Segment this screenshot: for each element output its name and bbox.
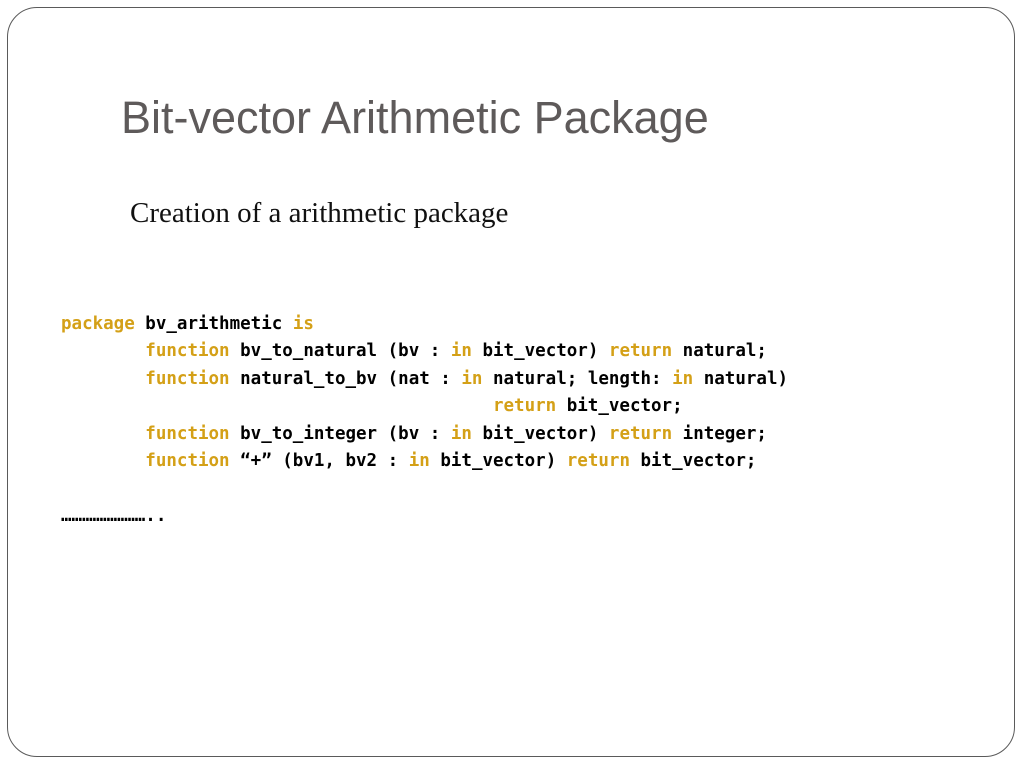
code-text <box>61 341 145 361</box>
code-keyword: in <box>461 368 483 389</box>
code-keyword: in <box>450 341 472 362</box>
code-text: bit_vector) <box>471 423 609 444</box>
code-line: function bv_to_integer (bv : in bit_vect… <box>61 421 788 448</box>
code-text: natural) <box>693 368 789 389</box>
slide-subtitle: Creation of a arithmetic package <box>130 197 509 229</box>
code-text: bit_vector; <box>629 450 757 471</box>
slide-title: Bit-vector Arithmetic Package <box>121 92 709 143</box>
code-keyword: package <box>61 314 135 334</box>
code-keyword: in <box>408 450 430 471</box>
code-text: integer; <box>672 423 767 444</box>
code-text <box>61 451 145 471</box>
code-keyword: in <box>450 423 472 444</box>
code-keyword: function <box>145 423 230 444</box>
code-keyword: return <box>566 450 630 471</box>
code-text: bit_vector) <box>429 450 567 471</box>
code-keyword: return <box>492 396 557 417</box>
code-text: bv_to_integer (bv : <box>229 423 451 444</box>
code-keyword: return <box>608 423 673 444</box>
code-keyword: is <box>292 314 314 334</box>
code-line: function “+” (bv1, bv2 : in bit_vector) … <box>61 448 788 475</box>
code-text: bit_vector; <box>556 396 683 417</box>
code-text: natural; <box>672 341 767 362</box>
code-text <box>61 396 493 416</box>
code-keyword: function <box>145 450 230 471</box>
slide-frame: Bit-vector Arithmetic Package Creation o… <box>7 7 1015 757</box>
code-keyword: function <box>145 341 230 362</box>
code-text: natural; length: <box>482 368 673 389</box>
code-line: package bv_arithmetic is <box>61 311 788 338</box>
code-text: natural_to_bv (nat : <box>229 368 462 389</box>
code-text: “+” (bv1, bv2 : <box>229 450 409 471</box>
code-line: return bit_vector; <box>61 393 788 420</box>
code-line <box>61 475 788 502</box>
code-keyword: function <box>145 368 230 389</box>
code-block: package bv_arithmetic is function bv_to_… <box>61 311 788 530</box>
code-keyword: return <box>608 341 673 362</box>
code-text: bv_arithmetic <box>134 314 293 334</box>
code-line: function natural_to_bv (nat : in natural… <box>61 366 788 393</box>
code-text: bv_to_natural (bv : <box>229 341 451 362</box>
code-line: …………………….. <box>61 503 788 530</box>
code-line: function bv_to_natural (bv : in bit_vect… <box>61 338 788 365</box>
code-keyword: in <box>672 368 694 389</box>
code-text <box>61 369 145 389</box>
code-text: …………………….. <box>61 505 167 526</box>
code-text: bit_vector) <box>471 341 609 362</box>
code-text <box>61 424 145 444</box>
